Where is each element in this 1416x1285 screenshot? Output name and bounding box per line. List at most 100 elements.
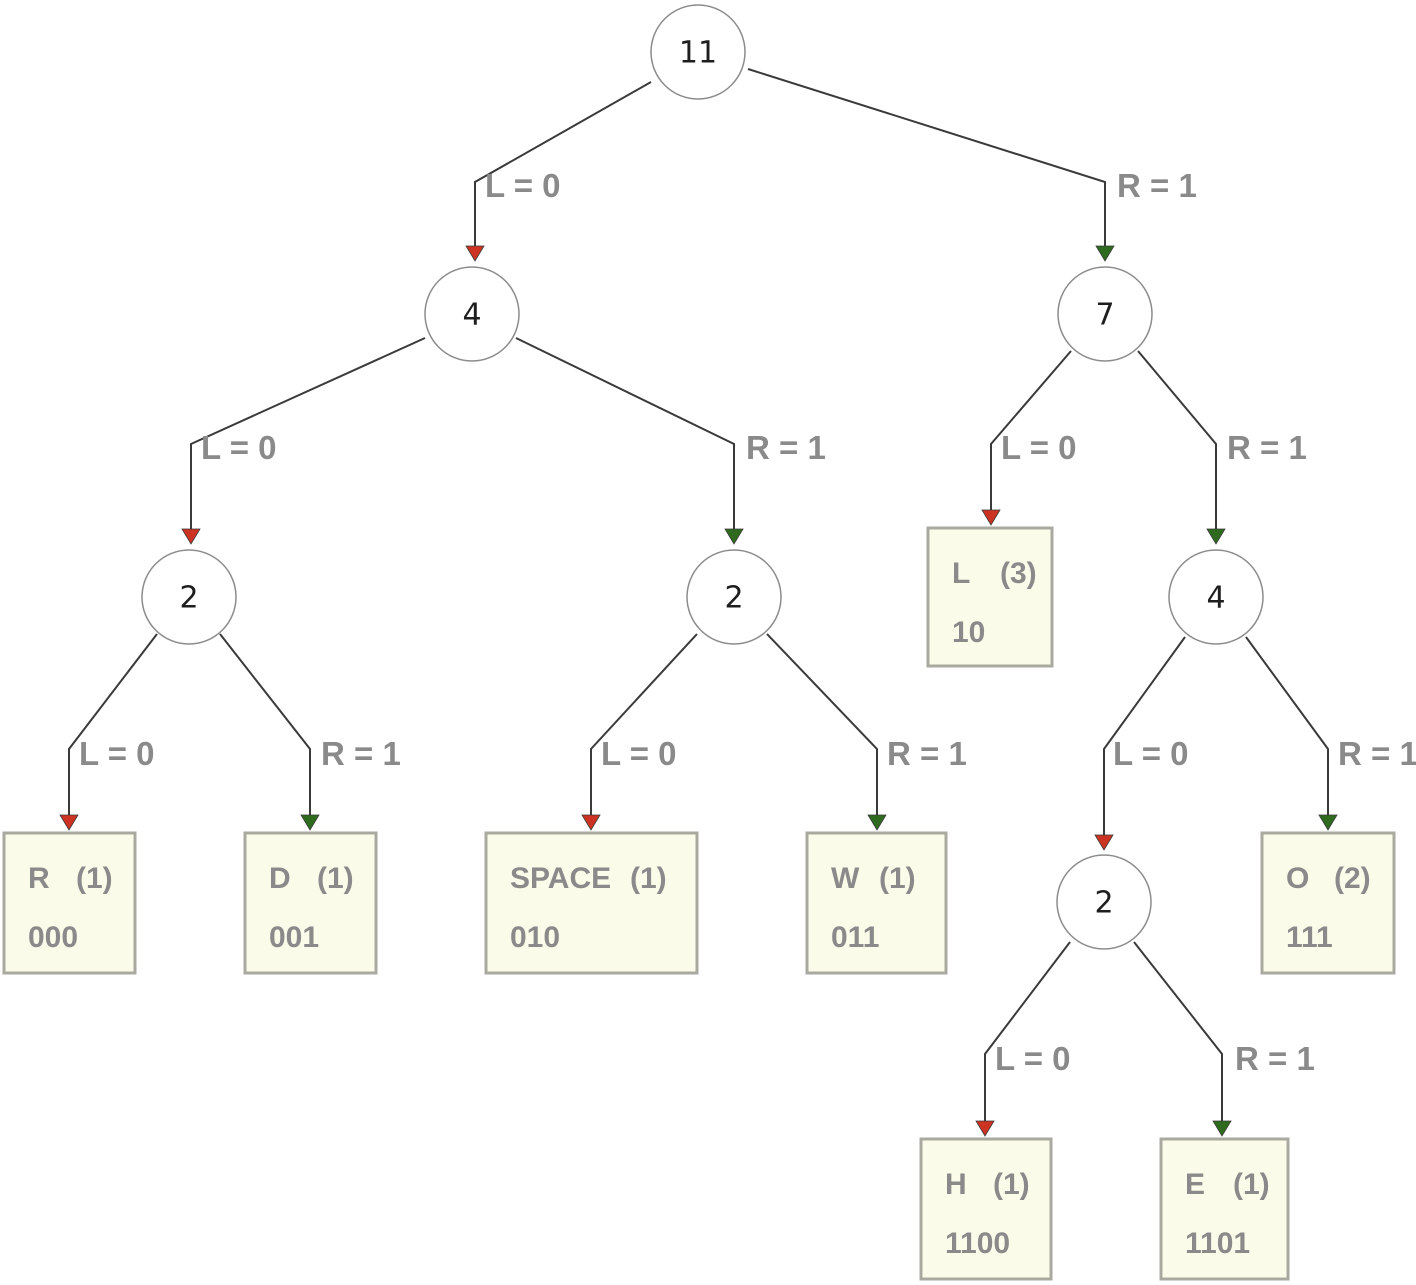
leaf-count: (1) (317, 862, 354, 895)
edge-right: R = 1 (219, 633, 401, 831)
arrow-head-icon (867, 814, 887, 831)
edge-line (515, 337, 735, 530)
internal-node: 7 (1057, 266, 1153, 362)
edge-line (984, 941, 1071, 1122)
leaf-box (1159, 1137, 1290, 1281)
leaf-code: 001 (269, 921, 319, 954)
leaf-count: (1) (630, 862, 667, 895)
internal-node: 2 (1056, 854, 1152, 950)
arrow-head-icon (300, 814, 320, 831)
edge-left: L = 0 (1094, 636, 1189, 851)
node-weight: 2 (179, 581, 198, 616)
leaf-code: 000 (28, 921, 78, 954)
leaf-node-d: D (1) 001 (243, 831, 378, 975)
edge-line (1103, 636, 1186, 836)
internal-node: 2 (686, 549, 782, 645)
edge-left: L = 0 (465, 81, 652, 262)
edge-label-left: L = 0 (485, 167, 561, 204)
leaf-box (1260, 831, 1396, 975)
edge-label-left: L = 0 (1113, 735, 1189, 772)
internal-node: 4 (1168, 549, 1264, 645)
node-circle (1057, 266, 1153, 362)
node-weight: 4 (1206, 581, 1225, 616)
node-circle (141, 549, 237, 645)
edge-line (219, 633, 311, 816)
leaf-symbol: H (945, 1168, 967, 1201)
edge-line (474, 81, 652, 247)
arrow-head-icon (1094, 834, 1114, 851)
node-weight: 4 (462, 298, 481, 333)
leaf-node-e: E (1) 1101 (1159, 1137, 1290, 1281)
edge-right: R = 1 (1245, 636, 1416, 831)
leaf-node-r: R(1)000 (2, 831, 137, 975)
leaf-symbol: SPACE (510, 862, 611, 895)
edge-left: L = 0 (181, 337, 426, 545)
edge-right: R = 1 (766, 633, 967, 831)
leaf-count: (1) (1233, 1168, 1270, 1201)
node-weight: 11 (679, 36, 717, 71)
edge-line (590, 633, 698, 816)
edge-label-left: L = 0 (79, 735, 155, 772)
arrow-head-icon (1318, 814, 1338, 831)
edge-left: L = 0 (981, 350, 1077, 526)
leaf-code: 010 (510, 921, 560, 954)
edge-line (68, 633, 158, 816)
edge-label-right: R = 1 (746, 429, 826, 466)
node-circle (1056, 854, 1152, 950)
leaf-symbol: R (28, 862, 50, 895)
node-weight: 7 (1095, 298, 1114, 333)
node-circle (1168, 549, 1264, 645)
arrow-head-icon (59, 814, 79, 831)
node-weight: 2 (1094, 886, 1113, 921)
internal-node: 4 (424, 266, 520, 362)
leaf-node-o: O (2)111 (1260, 831, 1396, 975)
leaf-box (484, 831, 699, 975)
node-circle (424, 266, 520, 362)
leaf-node-h: H(1)1100 (919, 1137, 1053, 1281)
edge-label-right: R = 1 (1117, 167, 1197, 204)
arrow-head-icon (181, 528, 201, 545)
leaf-count: (3) (1000, 557, 1037, 590)
edge-line (1245, 636, 1329, 816)
edge-line (190, 337, 426, 530)
leaf-node-space: SPACE (1) 010 (484, 831, 699, 975)
edge-label-left: L = 0 (995, 1040, 1071, 1077)
leaf-symbol: L (952, 557, 970, 590)
leaf-box (2, 831, 137, 975)
leaf-symbol: E (1185, 1168, 1205, 1201)
edge-left: L = 0 (59, 633, 158, 831)
edge-line (1137, 350, 1217, 530)
internal-node: 11 (650, 4, 746, 100)
arrow-head-icon (724, 528, 744, 545)
leaf-node-l: L (3) 10 (926, 526, 1054, 668)
node-circle (686, 549, 782, 645)
leaf-code: 1100 (945, 1227, 1010, 1260)
edge-label-right: R = 1 (321, 735, 401, 772)
leaf-count: (2) (1334, 862, 1371, 895)
edge-label-left: L = 0 (201, 429, 277, 466)
edge-left: L = 0 (581, 633, 698, 831)
leaf-code: 10 (952, 616, 985, 649)
arrow-head-icon (975, 1120, 995, 1137)
leaf-box (919, 1137, 1053, 1281)
edge-line (766, 633, 878, 816)
arrow-head-icon (581, 814, 601, 831)
edge-label-left: L = 0 (1001, 429, 1077, 466)
edge-line (990, 350, 1072, 511)
node-circle (650, 4, 746, 100)
edge-label-right: R = 1 (887, 735, 967, 772)
arrow-head-icon (981, 509, 1001, 526)
leaf-code: 1101 (1185, 1227, 1250, 1260)
leaf-node-w: W(1)011 (805, 831, 948, 975)
leaf-symbol: D (269, 862, 291, 895)
edge-label-left: L = 0 (601, 735, 677, 772)
leaf-code: 111 (1286, 921, 1333, 954)
internal-node: 2 (141, 549, 237, 645)
leaf-code: 011 (831, 921, 879, 954)
edge-label-right: R = 1 (1338, 735, 1416, 772)
leaf-box (243, 831, 378, 975)
leaf-symbol: O (1286, 862, 1309, 895)
arrow-head-icon (1212, 1120, 1232, 1137)
